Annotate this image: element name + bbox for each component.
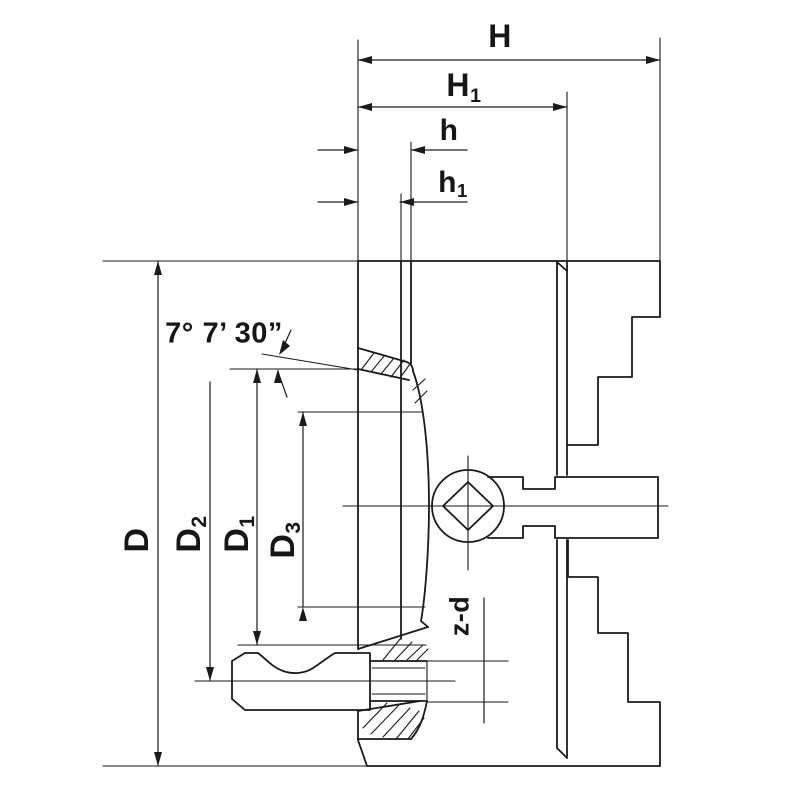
- chuck-body-outline: [357, 260, 661, 767]
- extension-lines: [102, 37, 669, 767]
- pinion-shaft-top: [487, 476, 659, 490]
- screw-thread-lines: [371, 660, 428, 702]
- dim-label-D2: D2: [170, 515, 211, 553]
- dim-label-D3: D3: [264, 521, 305, 559]
- dim-label-H1: H1: [446, 67, 482, 107]
- section-hatching: [360, 352, 429, 740]
- chuck-key-pinion: [431, 469, 505, 543]
- dim-label-h1: h1: [438, 166, 468, 202]
- dim-label-zd: z-d: [444, 595, 475, 637]
- dimension-lines: [157, 59, 661, 767]
- front-outer-curve: [412, 370, 430, 628]
- dim-label-D1: D1: [218, 515, 259, 553]
- pinion-shaft-bottom: [487, 525, 659, 539]
- dim-label-H: H: [488, 18, 512, 54]
- angle-label: 7° 7’ 30”: [165, 317, 283, 350]
- dim-label-D: D: [118, 527, 156, 553]
- mounting-screw-head: [231, 652, 371, 711]
- arrowheads: [154, 56, 660, 766]
- angle-reference-line: [261, 353, 359, 371]
- dim-label-h: h: [439, 114, 459, 147]
- pinion-circle: [431, 469, 505, 543]
- pinion-square-socket: [442, 481, 494, 531]
